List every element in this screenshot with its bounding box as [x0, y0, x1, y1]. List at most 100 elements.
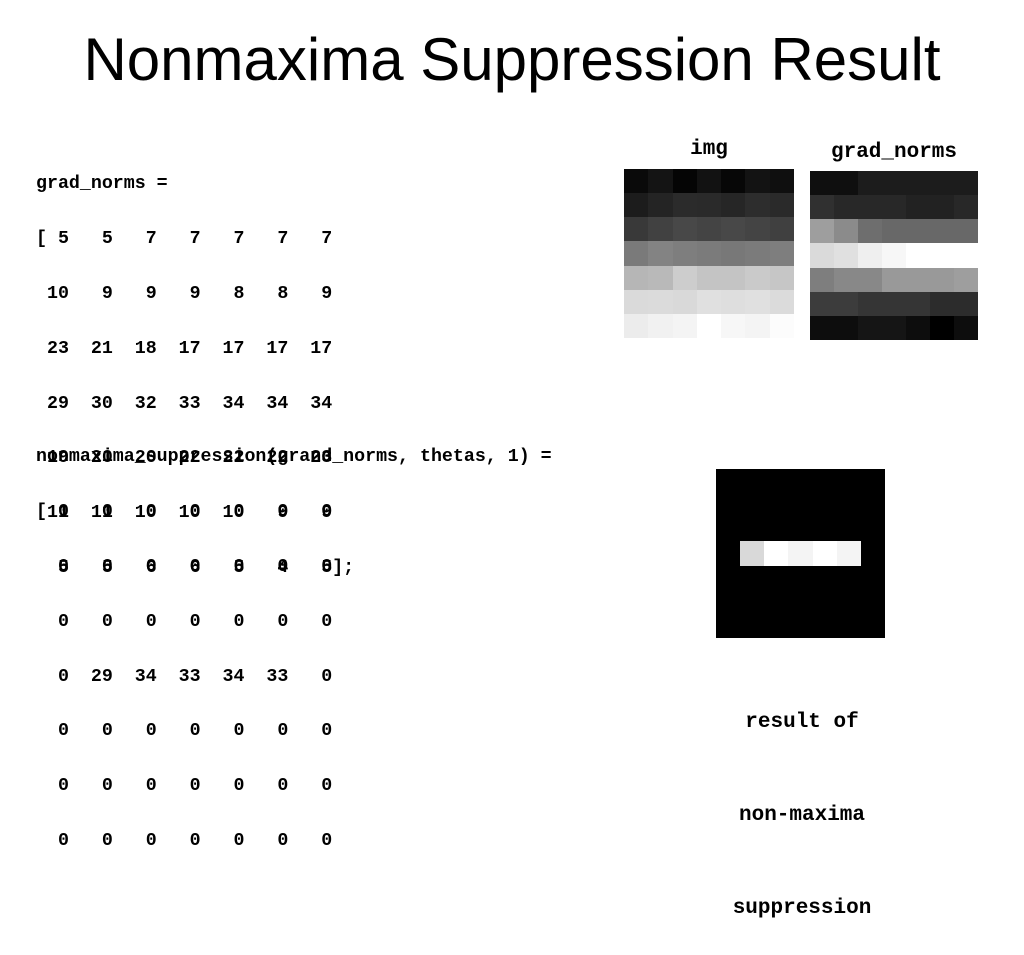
nms-row: [ 0 0 0 0 0 0 0	[36, 502, 333, 523]
pixel-cell	[954, 315, 978, 340]
nms-row: 0 0 0 0 0 0 0	[36, 831, 333, 852]
pixel-cell	[930, 243, 954, 268]
nms-row: 0 0 0 0 0 0 0	[36, 721, 333, 742]
pixel-cell	[930, 267, 954, 292]
pixel-cell	[648, 217, 673, 242]
pixel-cell	[834, 243, 858, 268]
pixel-cell	[788, 613, 813, 638]
pixel-cell	[954, 195, 978, 220]
pixel-cell	[740, 613, 765, 638]
pixel-cell	[810, 243, 834, 268]
pixel-cell	[769, 313, 794, 338]
pixel-cell	[788, 493, 813, 518]
nms-row: 0 0 0 0 0 0 0	[36, 776, 333, 797]
pixel-cell	[860, 541, 885, 566]
pixel-cell	[648, 169, 673, 194]
pixel-cell	[812, 613, 837, 638]
pixel-cell	[954, 243, 978, 268]
pixel-cell	[788, 541, 813, 566]
pixel-cell	[930, 219, 954, 244]
nms-code-block: nonmaxima_suppression(grand_norms, theta…	[36, 417, 552, 883]
pixel-cell	[716, 517, 741, 542]
pixel-cell	[858, 171, 882, 196]
pixel-cell	[672, 265, 697, 290]
pixel-cell	[764, 613, 789, 638]
pixel-cell	[745, 217, 770, 242]
pixel-cell	[716, 493, 741, 518]
pixel-cell	[860, 517, 885, 542]
nms-header: nonmaxima_suppression(grand_norms, theta…	[36, 447, 552, 468]
pixel-cell	[764, 541, 789, 566]
pixel-cell	[858, 195, 882, 220]
grad-norms-code-block: grad_norms = [ 5 5 7 7 7 7 7 10 9 9 9 8 …	[36, 144, 354, 610]
pixel-cell	[882, 267, 906, 292]
pixel-cell	[930, 195, 954, 220]
pixel-cell	[696, 241, 722, 266]
pixel-cell	[672, 169, 697, 194]
pixel-cell	[834, 171, 858, 196]
pixel-cell	[812, 469, 837, 494]
pixel-cell	[930, 171, 954, 196]
img-label: img	[690, 138, 728, 161]
pixel-cell	[860, 565, 885, 590]
pixel-cell	[672, 193, 697, 218]
pixel-cell	[716, 589, 741, 614]
pixel-cell	[769, 169, 794, 194]
nms-result-thumbnail	[716, 469, 885, 638]
pixel-cell	[858, 267, 882, 292]
pixel-cell	[882, 219, 906, 244]
pixel-cell	[882, 171, 906, 196]
caption-line: suppression	[732, 897, 872, 920]
pixel-cell	[812, 517, 837, 542]
pixel-cell	[930, 291, 954, 316]
pixel-cell	[812, 565, 837, 590]
pixel-cell	[860, 469, 885, 494]
pixel-cell	[740, 493, 765, 518]
pixel-cell	[769, 289, 794, 314]
pixel-cell	[834, 315, 858, 340]
pixel-cell	[721, 217, 746, 242]
pixel-cell	[721, 241, 746, 266]
pixel-cell	[672, 217, 697, 242]
pixel-cell	[764, 493, 789, 518]
grad-norms-row: 19 20 20 22 22 22 23	[36, 448, 333, 469]
pixel-cell	[745, 313, 770, 338]
img-thumbnail	[624, 169, 794, 338]
pixel-cell	[810, 291, 834, 316]
grad-norms-row: 10 9 9 9 8 8 9	[36, 284, 333, 305]
pixel-cell	[648, 193, 673, 218]
pixel-cell	[906, 267, 930, 292]
pixel-cell	[788, 589, 813, 614]
pixel-cell	[812, 589, 837, 614]
pixel-cell	[882, 195, 906, 220]
pixel-cell	[810, 195, 834, 220]
pixel-cell	[882, 291, 906, 316]
pixel-cell	[858, 315, 882, 340]
pixel-cell	[624, 289, 649, 314]
grad-norms-header: grad_norms =	[36, 174, 168, 195]
pixel-cell	[696, 289, 722, 314]
pixel-cell	[906, 291, 930, 316]
pixel-cell	[906, 315, 930, 340]
pixel-cell	[721, 313, 746, 338]
grad-norms-thumbnail	[810, 171, 978, 340]
pixel-cell	[860, 613, 885, 638]
pixel-cell	[740, 469, 765, 494]
grad-norms-row: 29 30 32 33 34 34 34	[36, 393, 333, 414]
pixel-cell	[858, 291, 882, 316]
pixel-cell	[834, 267, 858, 292]
pixel-cell	[624, 193, 649, 218]
pixel-cell	[624, 241, 649, 266]
pixel-cell	[906, 243, 930, 268]
pixel-cell	[812, 493, 837, 518]
pixel-cell	[769, 241, 794, 266]
pixel-cell	[696, 217, 722, 242]
pixel-cell	[696, 169, 722, 194]
pixel-cell	[954, 219, 978, 244]
pixel-cell	[672, 313, 697, 338]
pixel-cell	[716, 469, 741, 494]
pixel-cell	[836, 517, 861, 542]
pixel-cell	[882, 315, 906, 340]
nms-row: 0 0 0 0 0 0 0	[36, 557, 333, 578]
pixel-cell	[745, 289, 770, 314]
